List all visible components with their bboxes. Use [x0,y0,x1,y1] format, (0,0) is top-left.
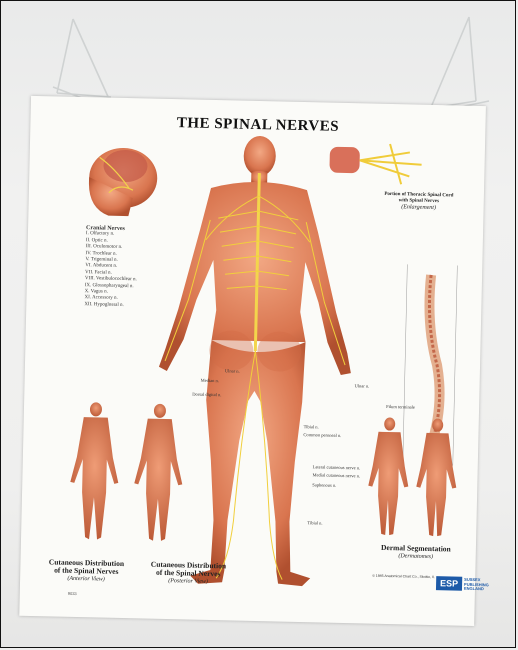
label-ulnar-2: Ulnar n. [354,383,370,389]
anterior-figure [70,402,119,540]
label-lateral-cutaneous: Lateral cutaneous nerve n. [312,464,361,471]
thoracic-caption-title: Portion of Thoracic Spinal Cord [384,191,454,199]
label-dorsal-digital: Dorsal digital n. [192,391,222,398]
label-saphenous: Saphenous n. [312,482,337,488]
thoracic-cord-illustration [329,143,422,185]
label-filum: Filum terminale [386,403,416,410]
publisher-line3: ENGLAND [463,585,484,592]
caption-anterior: Cutaneous Distribution of the Spinal Ner… [28,557,145,585]
anatomy-poster: THE SPINAL NERVES Cranial Nerves I. Olfa… [19,95,489,627]
label-medial-cutaneous: Medial cutaneous nerve n. [312,472,361,479]
label-median: Median n. [200,377,219,384]
dermatome-figures [368,417,457,537]
head-illustration [88,147,158,217]
cranial-nerves-legend: Cranial Nerves I. Olfactory n. II. Optic… [84,225,138,309]
thoracic-caption: Portion of Thoracic Spinal Cord with Spi… [369,192,469,212]
poster-code: 9033 [67,590,77,597]
cranial-item: XII. Hypoglossal n. [84,301,124,308]
label-ulnar: Ulnar n. [224,368,240,374]
publisher-logo: ESP [435,576,463,591]
publisher-name: SUSSEX PUBLISHING ENGLAND [463,577,489,592]
posterior-figure [134,403,183,541]
label-tibial-lower: Tibial n. [307,520,323,526]
thoracic-caption-subtitle: with Spinal Nerves [398,198,439,205]
main-body-figure [158,136,351,587]
caption-posterior: Cutaneous Distribution of the Spinal Ner… [130,560,247,587]
caption-dermal: Dermal Segmentation (Dermatomes) [361,543,471,561]
label-common-peroneal: Common peroneal n. [303,432,342,438]
label-tibial: Tibial n. [303,424,319,430]
poster-illustrations [70,136,458,587]
